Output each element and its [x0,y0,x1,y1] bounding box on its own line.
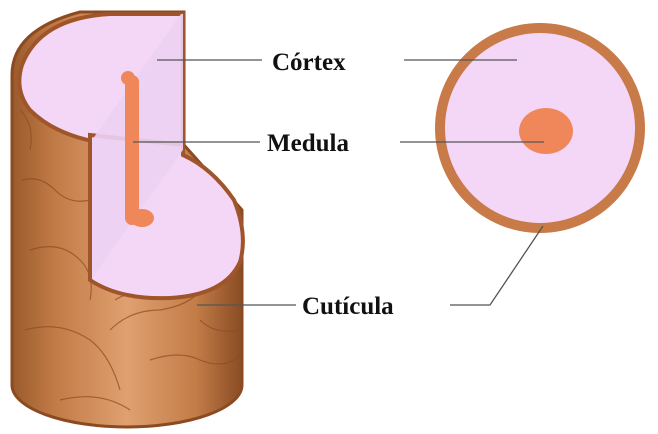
label-medula: Medula [267,130,349,157]
hair-cross-section [435,23,645,233]
label-cortex: Córtex [272,49,346,76]
medula-top-end [121,71,135,85]
label-cuticula: Cutícula [302,293,394,320]
cross-section-medula [519,108,573,154]
leader-cuticula-right [450,226,543,305]
medula-cut-strip [125,75,139,225]
hair-shaft-3d [12,12,243,427]
medula-bottom-end [130,209,154,227]
